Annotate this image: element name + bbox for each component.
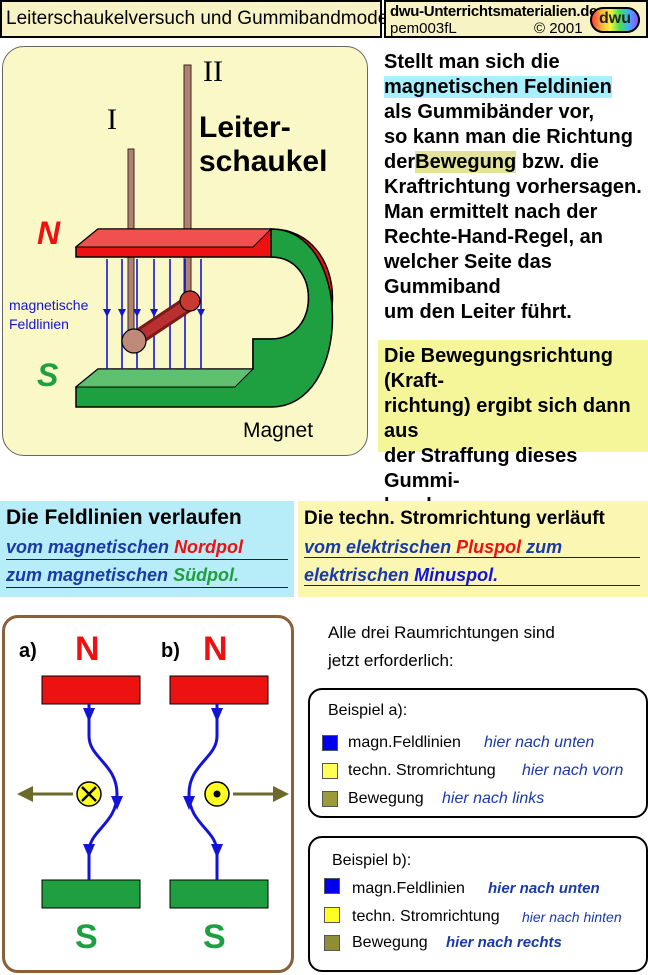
- examples-drawing: [17, 675, 289, 909]
- examples-diagram-box: a) b) N N S S: [2, 615, 294, 973]
- example-b-south: S: [203, 918, 226, 956]
- feldlinien-line-2: zum magnetischen Südpol.: [6, 565, 240, 585]
- legend-swatch-current: [324, 907, 340, 923]
- example-a-north: N: [75, 630, 100, 668]
- example-a-south: S: [75, 918, 98, 956]
- beispiel-a-title: Beispiel a):: [328, 702, 408, 719]
- stromrichtung-title: Die techn. Stromrichtung verläuft: [304, 508, 605, 529]
- header-title: Leiterschaukelversuch und Gummibandmodel…: [0, 0, 402, 38]
- rod-label-ii: II: [203, 55, 223, 88]
- leiterschaukel-label-2: schaukel: [199, 145, 328, 178]
- leiterschaukel-label-1: Leiter-: [199, 111, 291, 144]
- dwu-logo: dwu: [590, 7, 640, 33]
- material-code: pem003fL: [390, 20, 457, 37]
- source-site[interactable]: dwu-Unterrichtsmaterialien.de: [390, 3, 598, 20]
- header-source-box: dwu-Unterrichtsmaterialien.de pem003fL ©…: [384, 0, 648, 38]
- field-label-2: Feldlinien: [9, 316, 69, 332]
- legend-swatch-field: [324, 878, 340, 894]
- legend-swatch-current: [322, 763, 338, 779]
- legend-swatch-movement: [324, 935, 340, 951]
- beispiel-b-box: Beispiel b): magn.Feldlinien hier nach u…: [308, 836, 648, 972]
- intro-text: Alle drei Raumrichtungen sind jetzt erfo…: [328, 623, 555, 670]
- example-b-label: b): [161, 640, 180, 662]
- beispiel-a-box: Beispiel a): magn.Feldlinien hier nach u…: [308, 688, 648, 818]
- field-label-1: magnetische: [9, 297, 89, 313]
- magnet-label: Magnet: [243, 419, 314, 442]
- stromrichtung-box: Die techn. Stromrichtung verläuft vom el…: [298, 501, 648, 597]
- bewegungsrichtung-box: Die Bewegungsrichtung (Kraft- richtung) …: [378, 340, 648, 517]
- highlight-feldlinien: magnetischen Feldinien: [384, 76, 612, 98]
- feldlinien-line-1: vom magnetischen Nordpol: [6, 537, 244, 557]
- feldlinien-title: Die Feldlinien verlaufen: [6, 506, 242, 529]
- north-pole-label: N: [37, 215, 61, 251]
- example-b-north: N: [203, 630, 228, 668]
- leiterschaukel-drawing: [74, 64, 334, 408]
- rod-label-i: I: [107, 103, 117, 136]
- stromrichtung-line-2: elektrischen Minuspol.: [304, 565, 499, 585]
- leiterschaukel-figure: I II Leiter- schaukel N S magnetische Fe…: [2, 46, 368, 456]
- south-pole-label: S: [37, 357, 59, 393]
- beispiel-b-title: Beispiel b):: [332, 852, 412, 869]
- legend-swatch-field: [322, 735, 338, 751]
- highlight-bewegung: Bewegung: [415, 151, 517, 173]
- example-a-label: a): [19, 640, 37, 662]
- legend-swatch-movement: [322, 791, 338, 807]
- explanation-text: Stellt man sich die magnetischen Feldini…: [384, 51, 642, 323]
- feldlinien-box: Die Feldlinien verlaufen vom magnetische…: [0, 501, 294, 597]
- copyright: © 2001: [534, 20, 583, 37]
- stromrichtung-line-1: vom elektrischen Pluspol zum: [304, 537, 563, 557]
